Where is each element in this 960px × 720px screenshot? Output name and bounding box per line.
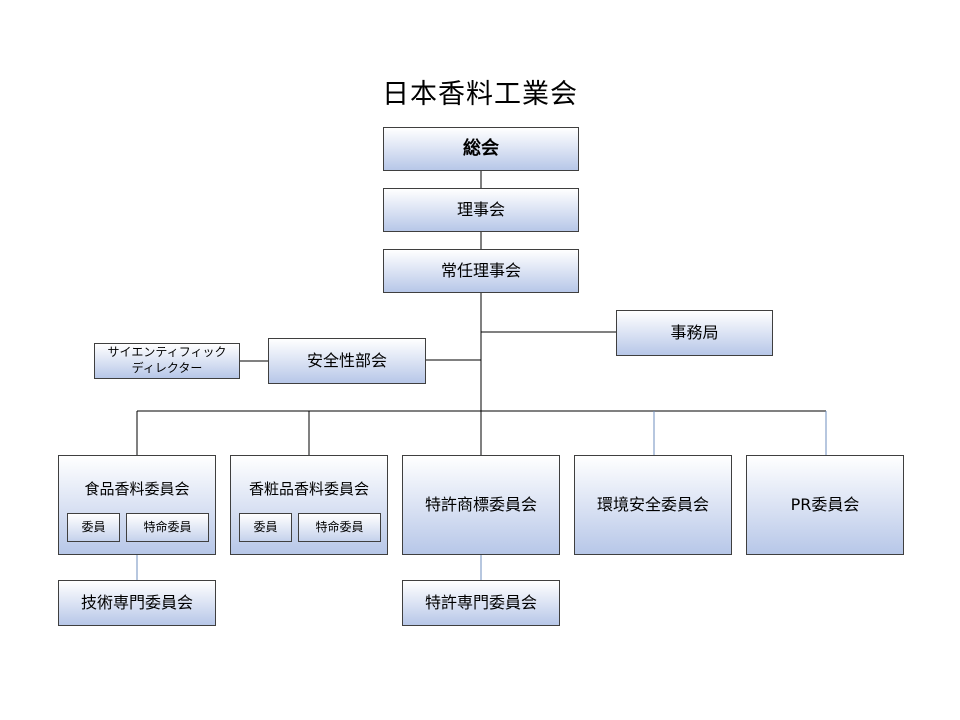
node-kankyo: 環境安全委員会: [574, 455, 732, 555]
node-keshohin: 香粧品香料委員会 委員 特命委員: [230, 455, 388, 555]
sub-keshohin-tokumei: 特命委員: [298, 513, 381, 542]
node-rijikai-label: 理事会: [456, 200, 505, 220]
node-scientific-line2: ディレクター: [131, 361, 203, 375]
sub-keshohin-iin: 委員: [239, 513, 292, 542]
node-tokkyo-shohyo-label: 特許商標委員会: [424, 495, 537, 515]
sub-shokuhin-iin: 委員: [67, 513, 120, 542]
node-gijutsu: 技術専門委員会: [58, 580, 216, 626]
node-jimukyoku: 事務局: [616, 310, 773, 356]
node-scientific-director: サイエンティフィック ディレクター: [94, 343, 240, 379]
node-anzensei-label: 安全性部会: [306, 351, 387, 371]
node-tokkyo-senmon-label: 特許専門委員会: [424, 593, 537, 613]
node-pr: PR委員会: [746, 455, 904, 555]
node-shokuhin: 食品香料委員会 委員 特命委員: [58, 455, 216, 555]
node-anzensei: 安全性部会: [268, 338, 426, 384]
node-gijutsu-label: 技術専門委員会: [80, 593, 193, 613]
node-soukai-label: 総会: [463, 138, 499, 160]
sub-keshohin-tokumei-label: 特命委員: [315, 520, 364, 535]
node-kankyo-label: 環境安全委員会: [596, 495, 709, 515]
sub-shokuhin-iin-label: 委員: [81, 520, 106, 535]
node-tokkyo-senmon: 特許専門委員会: [402, 580, 560, 626]
sub-shokuhin-tokumei-label: 特命委員: [143, 520, 192, 535]
node-jonin-label: 常任理事会: [440, 261, 521, 281]
node-jonin: 常任理事会: [383, 249, 579, 293]
node-pr-label: PR委員会: [790, 495, 860, 515]
sub-keshohin-iin-label: 委員: [253, 520, 278, 535]
node-shokuhin-label: 食品香料委員会: [84, 480, 190, 498]
node-keshohin-label: 香粧品香料委員会: [248, 480, 369, 498]
diagram-title: 日本香料工業会: [382, 79, 578, 110]
node-tokkyo-shohyo: 特許商標委員会: [402, 455, 560, 555]
node-jimukyoku-label: 事務局: [670, 323, 719, 343]
node-soukai: 総会: [383, 127, 579, 171]
sub-shokuhin-tokumei: 特命委員: [126, 513, 209, 542]
node-rijikai: 理事会: [383, 188, 579, 232]
node-scientific-line1: サイエンティフィック: [107, 345, 227, 360]
